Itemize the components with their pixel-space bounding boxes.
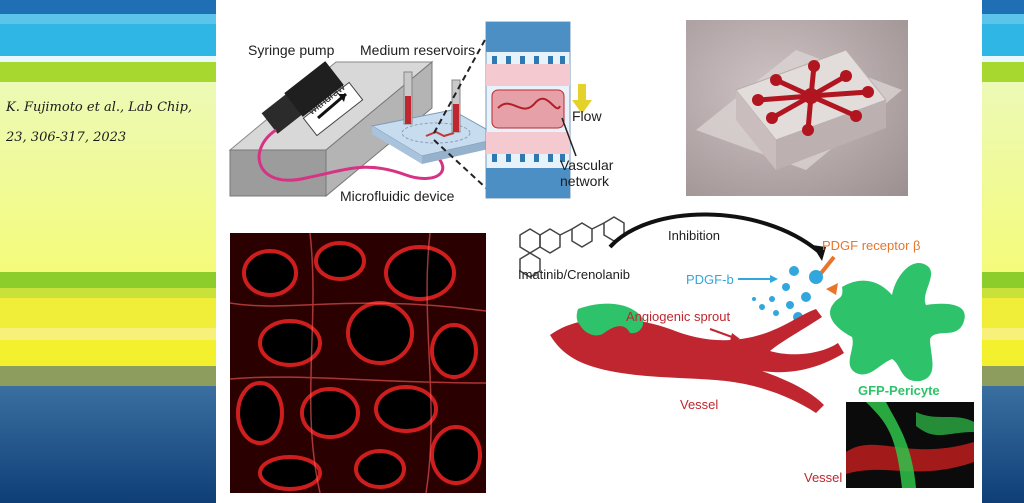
mechanism-diagram xyxy=(519,212,965,413)
sprout-arrow-icon xyxy=(709,328,733,338)
chip-vessel xyxy=(425,130,455,138)
label-medium-reservoirs: Medium reservoirs xyxy=(360,42,476,58)
label-pdgf-b: PDGF-b xyxy=(686,272,734,287)
pericyte-shape xyxy=(830,263,965,382)
withdraw-label-box xyxy=(302,81,364,137)
pump-front xyxy=(229,149,327,197)
vessel-shape xyxy=(550,309,844,413)
vascular-network-fluorescence-image xyxy=(230,233,486,493)
flow-arrow-icon xyxy=(578,84,586,100)
setup-diagram xyxy=(228,21,592,199)
inhibition-arrow-icon xyxy=(608,212,820,253)
sprout-tip xyxy=(576,303,644,336)
label-inset-vessel: Vessel xyxy=(804,470,843,485)
label-gfp-pericyte: GFP-Pericyte xyxy=(858,383,940,398)
label-inhibitors: Imatinib/Crenolanib xyxy=(518,267,631,282)
right-decorative-band xyxy=(982,0,1024,503)
label-angiogenic-sprout: Angiogenic sprout xyxy=(626,309,731,324)
label-flow: Flow xyxy=(572,108,602,124)
label-microfluidic-device: Microfluidic device xyxy=(340,188,455,204)
label-syringe-pump: Syringe pump xyxy=(248,42,335,58)
pdgf-particles-icon xyxy=(752,266,823,322)
label-pdgf-receptor: PDGF receptor β xyxy=(822,238,921,253)
label-vascular-network: Vascular network xyxy=(560,157,614,189)
pump-head xyxy=(284,61,344,117)
left-decorative-band xyxy=(0,0,216,503)
tubing xyxy=(257,128,445,182)
pericyte-inset-image xyxy=(846,402,974,488)
citation-authors: K. Fujimoto et al., Lab Chip, xyxy=(6,100,193,115)
citation-volume: 23, 306-317, 2023 xyxy=(6,130,127,145)
label-vessel: Vessel xyxy=(680,397,719,412)
device-photo xyxy=(686,20,908,196)
label-inhibition: Inhibition xyxy=(668,228,721,243)
